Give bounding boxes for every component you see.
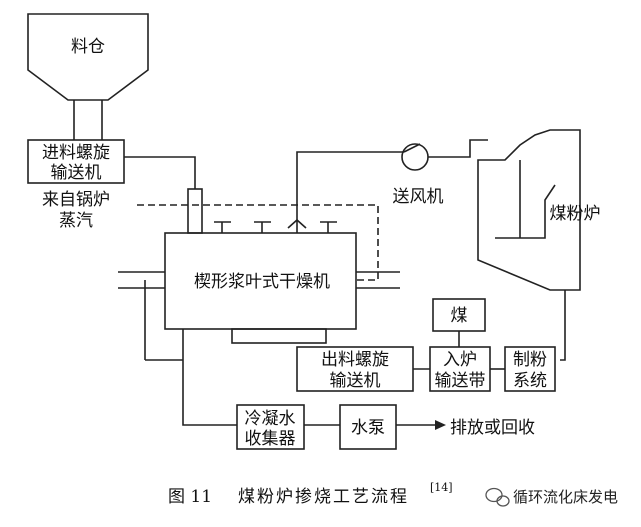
condensate-label-2: 收集器 xyxy=(245,429,296,449)
hopper-label: 料仓 xyxy=(71,37,105,57)
watermark-text: 循环流化床发电 xyxy=(513,488,618,506)
boiler-outline xyxy=(477,129,581,291)
pump-label: 水泵 xyxy=(351,418,385,438)
mill-system-box xyxy=(504,346,556,392)
figure-number: 图 11 xyxy=(168,487,212,507)
hopper-shape xyxy=(27,13,149,101)
discharge-arrow xyxy=(435,420,446,430)
figure-reference: [14] xyxy=(430,481,453,494)
dryer-vents xyxy=(214,218,337,233)
fan-label: 送风机 xyxy=(393,187,444,207)
inlet-screw-label-2: 输送机 xyxy=(51,163,102,183)
condensate-collector-box xyxy=(236,404,305,450)
pump-box xyxy=(339,404,397,450)
condensate-label-1: 冷凝水 xyxy=(245,409,296,429)
discharge-label: 排放或回收 xyxy=(450,418,535,438)
wechat-icon xyxy=(485,487,510,507)
mill-label-1: 制粉 xyxy=(513,350,547,370)
figure-title: 煤粉炉掺烧工艺流程 xyxy=(238,487,409,507)
dryer-inlet-chute xyxy=(187,188,203,234)
belt-label-2: 输送带 xyxy=(435,371,486,391)
belt-label-1: 入炉 xyxy=(443,350,477,370)
fan-circle xyxy=(401,143,429,171)
boiler-label: 煤粉炉 xyxy=(550,204,601,224)
coal-label: 煤 xyxy=(451,306,468,326)
inlet-screw-label-1: 进料螺旋 xyxy=(42,143,110,163)
inlet-screw-conveyor-box xyxy=(27,139,125,184)
steam-source-label-2: 蒸汽 xyxy=(59,211,93,231)
mill-label-2: 系统 xyxy=(513,371,547,391)
steam-source-label-1: 来自锅炉 xyxy=(42,190,110,210)
dryer-bottom-port xyxy=(231,328,327,344)
dryer-label: 楔形浆叶式干燥机 xyxy=(194,272,330,292)
outlet-screw-label-2: 输送机 xyxy=(330,371,381,391)
outlet-screw-label-1: 出料螺旋 xyxy=(321,350,389,370)
